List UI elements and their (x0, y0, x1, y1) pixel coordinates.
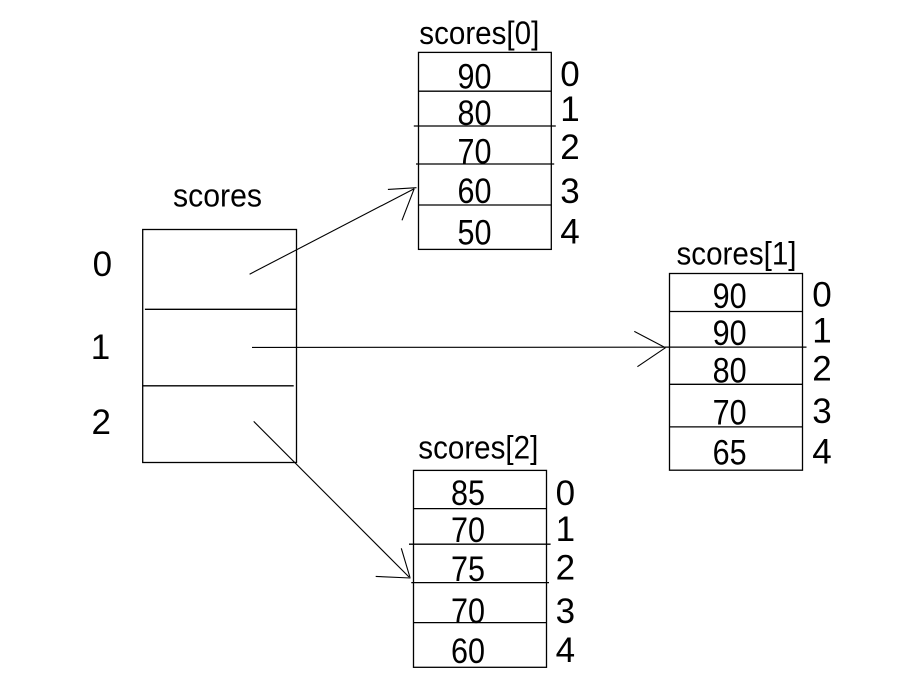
svg-text:4: 4 (812, 433, 831, 472)
svg-text:3: 3 (812, 392, 831, 431)
svg-text:4: 4 (560, 213, 579, 252)
svg-text:scores: scores (173, 178, 262, 214)
svg-text:0: 0 (556, 474, 575, 513)
svg-text:0: 0 (812, 276, 831, 315)
svg-text:2: 2 (556, 548, 575, 587)
svg-text:1: 1 (556, 510, 575, 549)
svg-text:3: 3 (556, 592, 575, 631)
svg-text:50: 50 (458, 213, 492, 252)
svg-text:90: 90 (458, 58, 492, 97)
svg-text:2: 2 (812, 349, 831, 388)
svg-text:80: 80 (458, 94, 492, 133)
svg-text:90: 90 (713, 314, 747, 353)
svg-text:scores[1]: scores[1] (677, 236, 797, 272)
svg-text:2: 2 (91, 403, 110, 442)
svg-text:85: 85 (451, 474, 485, 513)
svg-text:0: 0 (93, 245, 112, 284)
svg-text:scores[2]: scores[2] (418, 430, 538, 466)
svg-text:4: 4 (556, 631, 575, 670)
svg-text:65: 65 (713, 433, 747, 472)
svg-text:0: 0 (560, 55, 579, 94)
svg-text:2: 2 (560, 128, 579, 167)
svg-text:60: 60 (451, 632, 485, 671)
svg-text:1: 1 (812, 312, 831, 351)
svg-text:75: 75 (451, 550, 485, 589)
svg-text:60: 60 (458, 172, 492, 211)
svg-text:scores[0]: scores[0] (419, 15, 539, 51)
svg-text:3: 3 (560, 172, 579, 211)
svg-text:1: 1 (91, 328, 110, 367)
svg-text:70: 70 (458, 133, 492, 172)
svg-text:1: 1 (560, 90, 579, 129)
svg-text:70: 70 (713, 393, 747, 432)
svg-text:70: 70 (451, 511, 485, 550)
svg-text:70: 70 (451, 592, 485, 631)
svg-text:90: 90 (713, 277, 747, 316)
svg-text:80: 80 (713, 352, 747, 391)
